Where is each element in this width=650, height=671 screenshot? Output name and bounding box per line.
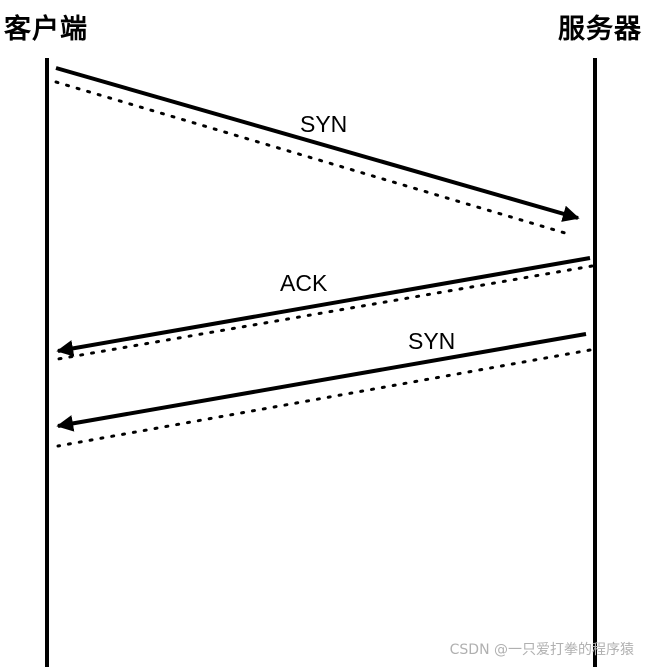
syn-label-2: SYN [408, 328, 455, 354]
syn-arrow-2 [56, 332, 587, 432]
client-label: 客户端 [4, 14, 88, 45]
ack-dotted-path [56, 264, 594, 361]
server-label: 服务器 [558, 14, 642, 45]
csdn-watermark: CSDN @一只爱打拳的程序猿 [449, 642, 634, 658]
syn-arrow-1 [55, 66, 580, 222]
syn-dotted-path-2 [56, 348, 592, 448]
ack-label: ACK [280, 270, 328, 296]
syn-label-1: SYN [300, 111, 347, 137]
ack-arrow [56, 256, 591, 357]
syn-dotted-path-1 [54, 80, 567, 235]
